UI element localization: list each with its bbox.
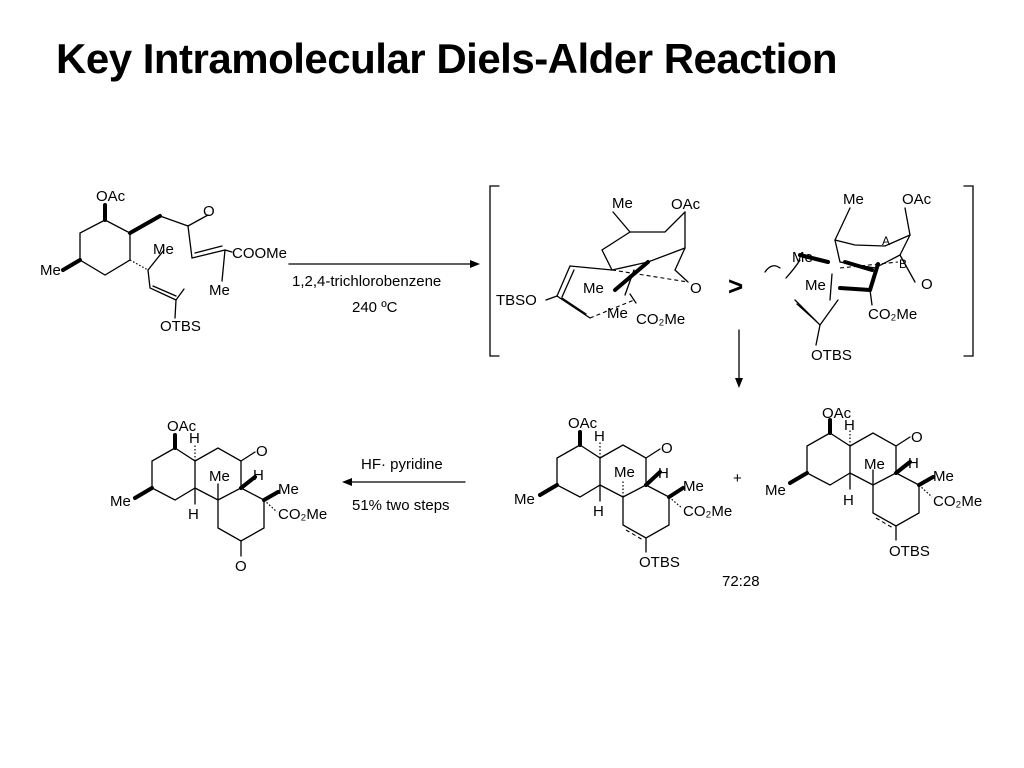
sm-coome-label: COOMe <box>232 245 287 262</box>
p2-co2me-label: CO₂Me <box>933 493 982 510</box>
product-minor-structure <box>788 418 935 541</box>
ts-bracket-left <box>489 185 500 357</box>
ts1-me-bottom: Me <box>607 305 628 322</box>
ts1-me-top: Me <box>612 195 633 212</box>
step2-reagent: HF· pyridine <box>361 456 443 473</box>
step1-arrow <box>288 260 480 268</box>
p1-oac-label: OAc <box>568 415 598 432</box>
fp-h-bottom: H <box>188 506 199 523</box>
p2-me-left: Me <box>765 482 786 499</box>
ts1-oac-label: OAc <box>671 196 701 213</box>
ts1-me-middle: Me <box>583 280 604 297</box>
p2-h-right: H <box>908 455 919 472</box>
step1-reagent: 1,2,4-trichlorobenzene <box>292 273 441 290</box>
ts2-otbs-label: OTBS <box>811 347 852 364</box>
ts2-me-top: Me <box>843 191 864 208</box>
fp-oac-label: OAc <box>167 418 197 435</box>
fp-me-left: Me <box>110 493 131 510</box>
p1-co2me-label: CO₂Me <box>683 503 732 520</box>
step2-yield: 51% two steps <box>352 497 450 514</box>
sm-me-label-2: Me <box>153 241 174 258</box>
p2-h-bottom: H <box>843 492 854 509</box>
p2-h-top: H <box>844 417 855 434</box>
ts2-me-left: Me <box>792 249 813 266</box>
step2-arrow <box>342 478 466 486</box>
fp-co2me-label: CO₂Me <box>278 506 327 523</box>
p1-ketone-o-label: O <box>661 440 673 457</box>
ring-a-label: A <box>882 234 890 248</box>
p2-me-right: Me <box>933 468 954 485</box>
sm-me-label: Me <box>40 262 61 279</box>
ts2-oac-label: OAc <box>902 191 932 208</box>
final-product-structure <box>133 433 280 557</box>
ts1-co2me-label: CO₂Me <box>636 311 685 328</box>
ts2-co2me-label: CO₂Me <box>868 306 917 323</box>
ring-b-label: B <box>899 257 907 271</box>
ts-comparison-symbol: > <box>728 271 743 301</box>
fp-ketone-o-top: O <box>256 443 268 460</box>
p1-h-right: H <box>658 465 669 482</box>
ts-endo-structure <box>545 211 689 319</box>
p1-me-right: Me <box>683 478 704 495</box>
p1-me-angular: Me <box>614 464 635 481</box>
product-major-structure <box>538 430 685 553</box>
ts1-tbso-label: TBSO <box>496 292 537 309</box>
plus-sign: + <box>733 470 742 487</box>
product-ratio: 72:28 <box>722 573 760 590</box>
p2-me-angular: Me <box>864 456 885 473</box>
down-arrow <box>735 329 743 388</box>
starting-material <box>61 203 233 319</box>
sm-ketone-o-label: O <box>203 203 215 220</box>
fp-ketone-o-bottom: O <box>235 558 247 575</box>
ts1-ketone-o-label: O <box>690 280 702 297</box>
p1-h-top: H <box>594 428 605 445</box>
page-title: Key Intramolecular Diels-Alder Reaction <box>56 35 838 82</box>
p2-oac-label: OAc <box>822 405 852 422</box>
ts-bracket-right <box>963 185 974 357</box>
sm-oac-label: OAc <box>96 188 126 205</box>
p1-me-left: Me <box>514 491 535 508</box>
fp-me-right: Me <box>278 481 299 498</box>
fp-h-top: H <box>189 430 200 447</box>
fp-h-right: H <box>253 467 264 484</box>
sm-me-label-3: Me <box>209 282 230 299</box>
p1-h-bottom: H <box>593 503 604 520</box>
p2-otbs-label: OTBS <box>889 543 930 560</box>
ts2-me-middle: Me <box>805 277 826 294</box>
p1-otbs-label: OTBS <box>639 554 680 571</box>
sm-otbs-label: OTBS <box>160 318 201 335</box>
p2-ketone-o-label: O <box>911 429 923 446</box>
ts2-ketone-o-label: O <box>921 276 933 293</box>
fp-me-angular: Me <box>209 468 230 485</box>
ts-exo-structure <box>764 207 916 346</box>
step1-temperature: 240 ºC <box>352 299 398 316</box>
